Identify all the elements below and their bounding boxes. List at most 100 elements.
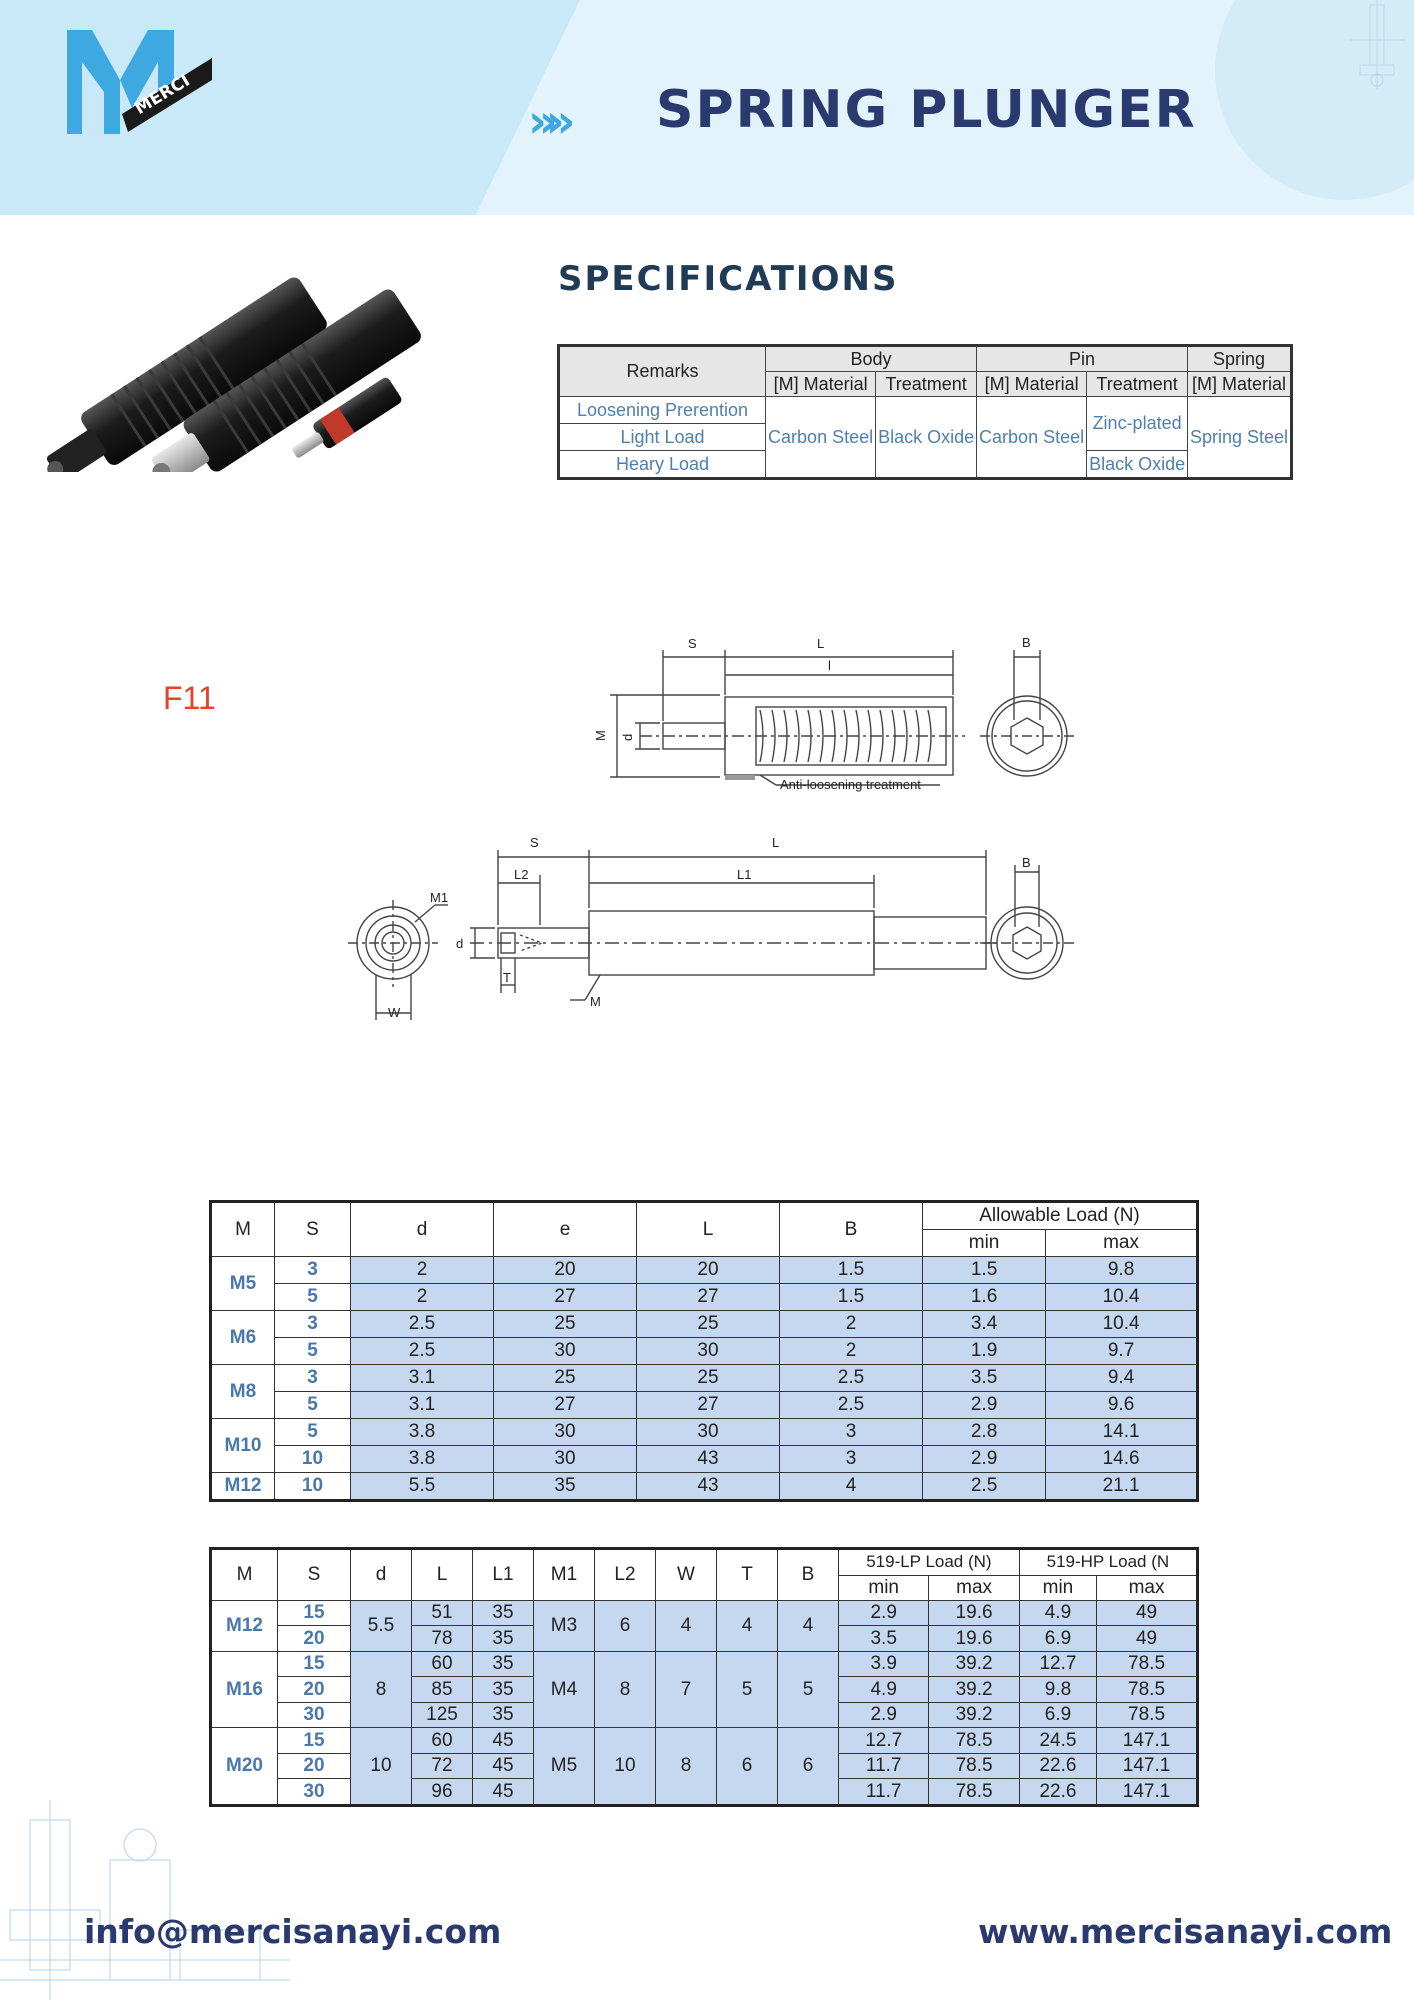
dim-label-l: L	[817, 636, 824, 651]
load-cell: 24.5	[1018, 1727, 1098, 1754]
spring-header: Spring	[1187, 344, 1292, 373]
t1-header-max: max	[1045, 1229, 1198, 1257]
m1-cell: M5	[533, 1727, 595, 1806]
size-cell: M20	[210, 1727, 278, 1806]
w-cell: 4	[655, 1600, 717, 1652]
value-cell: 2	[779, 1310, 923, 1338]
value-cell: 3.1	[350, 1391, 494, 1419]
load-cell: 39.2	[928, 1676, 1020, 1703]
stroke-cell: 15	[277, 1727, 351, 1754]
body-header: Body	[765, 344, 977, 373]
value-cell: 27	[636, 1283, 780, 1311]
dimensions-table-1: M S d e L B Allowable Load (N) min max M…	[209, 1200, 1199, 1502]
b-cell: 4	[777, 1600, 839, 1652]
specifications-heading: SPECIFICATIONS	[558, 259, 899, 299]
load-cell: 11.7	[837, 1752, 930, 1780]
l-cell: 60	[411, 1650, 473, 1678]
l1-cell: 45	[472, 1778, 534, 1806]
value-cell: 3	[274, 1310, 351, 1338]
pin-treatment-value: Zinc-plated	[1086, 396, 1188, 451]
merci-logo: MERCI	[67, 30, 212, 134]
stroke-cell: 20	[277, 1676, 351, 1703]
t2-header-m1: M1	[533, 1548, 595, 1601]
m1-cell: M4	[533, 1650, 595, 1729]
spring-material-header: [M] Material	[1187, 371, 1292, 397]
b-cell: 5	[777, 1650, 839, 1729]
value-cell: 2.8	[921, 1418, 1047, 1446]
stroke-cell: 20	[277, 1625, 351, 1652]
value-cell: 20	[636, 1256, 780, 1284]
body-treatment-value: Black Oxide	[875, 396, 977, 479]
stroke-cell: 15	[277, 1599, 351, 1627]
load-cell: 4.9	[837, 1676, 930, 1703]
value-cell: 30	[636, 1418, 780, 1446]
size-cell: M12	[210, 1600, 278, 1652]
value-cell: 14.6	[1045, 1445, 1198, 1473]
value-cell: 3	[274, 1256, 351, 1284]
l1-cell: 35	[472, 1676, 534, 1703]
l1-cell: 45	[472, 1727, 534, 1754]
body-material-value: Carbon Steel	[764, 396, 877, 479]
dim-label-l2: L2	[514, 867, 528, 882]
t2-header-hp-max: max	[1096, 1574, 1198, 1601]
value-cell: 3.4	[921, 1310, 1047, 1338]
load-cell: 2.9	[837, 1701, 930, 1729]
t1-header-s: S	[274, 1201, 351, 1257]
remark-row: Loosening Prerention	[558, 396, 766, 424]
b-cell: 6	[777, 1727, 839, 1806]
value-cell: 20	[493, 1256, 637, 1284]
l-cell: 78	[411, 1625, 473, 1652]
l2-cell: 6	[594, 1600, 656, 1652]
l1-cell: 35	[472, 1650, 534, 1678]
load-cell: 11.7	[837, 1778, 930, 1806]
header-accent-shape	[0, 0, 580, 215]
value-cell: 2	[779, 1337, 923, 1365]
value-cell: 2.5	[350, 1337, 494, 1365]
value-cell: 1.9	[921, 1337, 1047, 1365]
value-cell: 3.8	[350, 1445, 494, 1473]
t2-header-hp-load: 519-HP Load (N	[1018, 1548, 1199, 1576]
value-cell: 27	[493, 1283, 637, 1311]
value-cell: 3.8	[350, 1418, 494, 1446]
t2-header-m: M	[210, 1548, 278, 1601]
load-cell: 49	[1096, 1599, 1198, 1627]
dim-label-m: M	[593, 730, 608, 741]
value-cell: 10.4	[1045, 1283, 1198, 1311]
body-material-header: [M] Material	[764, 371, 877, 397]
load-cell: 19.6	[928, 1625, 1020, 1652]
contact-email[interactable]: info@mercisanayi.com	[84, 1912, 502, 1951]
t2-header-l2: L2	[594, 1548, 656, 1601]
model-label: F11	[163, 680, 216, 716]
t1-header-allowable-load: Allowable Load (N)	[922, 1201, 1198, 1230]
pin-treatment-header: Treatment	[1086, 371, 1188, 397]
value-cell: 30	[493, 1445, 637, 1473]
website-link[interactable]: www.mercisanayi.com	[978, 1912, 1393, 1951]
load-cell: 78.5	[928, 1727, 1020, 1754]
l-cell: 51	[411, 1599, 473, 1627]
size-cell: M12	[210, 1472, 275, 1501]
d-cell: 8	[350, 1650, 412, 1729]
l2-cell: 10	[594, 1727, 656, 1806]
load-cell: 6.9	[1018, 1625, 1098, 1652]
value-cell: 27	[493, 1391, 637, 1419]
t2-header-w: W	[655, 1548, 717, 1601]
technical-sketch-decoration	[1350, 0, 1405, 90]
value-cell: 27	[636, 1391, 780, 1419]
t1-header-b: B	[779, 1201, 923, 1257]
t-cell: 5	[716, 1650, 778, 1729]
t1-header-l: L	[636, 1201, 780, 1257]
w-cell: 8	[655, 1727, 717, 1806]
value-cell: 3.1	[350, 1364, 494, 1392]
value-cell: 10.4	[1045, 1310, 1198, 1338]
page-title: SPRING PLUNGER	[656, 80, 1197, 140]
